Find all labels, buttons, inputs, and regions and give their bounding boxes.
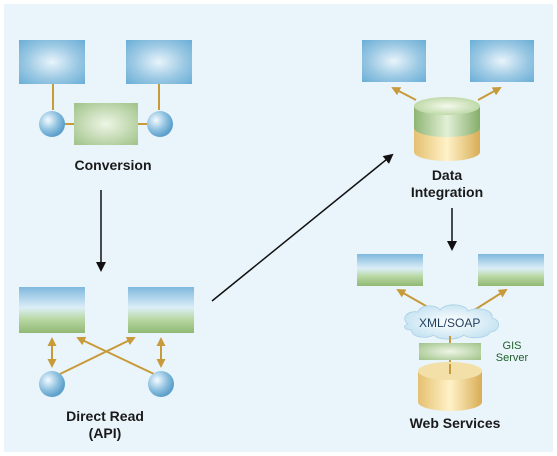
web-services-label: Web Services: [409, 415, 501, 431]
direct-read-group: [19, 287, 194, 397]
data-integration-right-node: [470, 40, 534, 82]
conversion-source-node: [19, 40, 85, 84]
data-integration-left-node: [362, 40, 426, 82]
web-services-left-node: [357, 254, 423, 286]
conversion-right-sphere: [147, 111, 173, 137]
direct-read-label-line2: (API): [88, 425, 122, 441]
conversion-engine-box: [74, 103, 138, 145]
conversion-left-sphere: [39, 111, 65, 137]
gis-server-label: GIS Server: [490, 340, 534, 364]
direct-read-left-sphere: [39, 371, 65, 397]
data-integration-group: [362, 40, 534, 161]
data-integration-database-top: [414, 97, 480, 115]
web-services-right-node: [478, 254, 544, 286]
web-services-group: [357, 254, 544, 411]
gis-server-label-line2: Server: [495, 352, 529, 364]
xml-soap-cloud: [404, 304, 499, 340]
direct-read-left-node: [19, 287, 85, 333]
direct-read-label-line1: Direct Read: [66, 408, 144, 424]
web-services-database: [418, 371, 482, 411]
direct-read-cross-connector: [76, 336, 155, 375]
conversion-group: [19, 40, 192, 145]
conversion-target-node: [126, 40, 192, 84]
gis-server-label-line1: GIS: [502, 340, 522, 352]
conversion-label: Conversion: [74, 157, 152, 173]
data-integration-label-line1: Data: [431, 167, 463, 183]
xml-soap-label: XML/SOAP: [419, 316, 481, 330]
flow-arrow-direct-read-to-data-integration: [211, 153, 394, 302]
data-integration-connector: [477, 87, 502, 101]
gis-server-box: [419, 343, 481, 360]
data-integration-label: Data Integration: [392, 167, 502, 201]
direct-read-cross-connector: [59, 337, 136, 375]
direct-read-right-node: [128, 287, 194, 333]
data-integration-label-line2: Integration: [410, 184, 484, 200]
direct-read-right-sphere: [148, 371, 174, 397]
data-integration-connector: [391, 87, 417, 101]
direct-read-label: Direct Read (API): [40, 408, 170, 442]
